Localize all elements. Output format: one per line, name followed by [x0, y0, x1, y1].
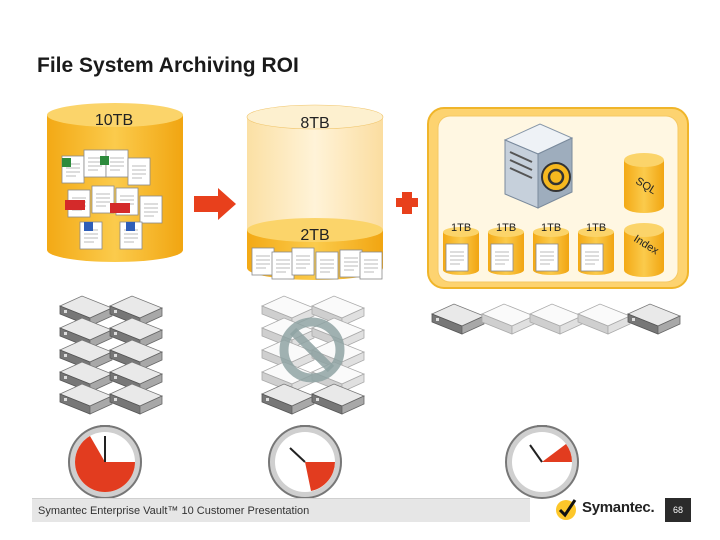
- archive-storage-trays: [431, 303, 681, 335]
- partition-cylinders: [443, 227, 614, 275]
- symantec-logo: Symantec.: [582, 499, 655, 516]
- partition-label: 1TB: [451, 222, 472, 234]
- clock-icon: [505, 425, 579, 499]
- partition-label: 1TB: [541, 222, 562, 234]
- partition-label: 1TB: [586, 222, 607, 234]
- vault-logo-icon: [541, 162, 571, 192]
- document-icon: [61, 149, 163, 250]
- plus-icon: [396, 192, 418, 214]
- clock-icon: [268, 425, 342, 499]
- shortcut-documents: [251, 247, 383, 280]
- database-icon: [624, 153, 664, 213]
- remaining-size-label: 2TB: [300, 227, 330, 244]
- footer-bar: [32, 498, 530, 522]
- right-arrow-icon: [194, 188, 236, 220]
- index-database-icon: [624, 223, 664, 277]
- footer-presentation-title: Symantec Enterprise Vault™ 10 Customer P…: [38, 505, 310, 517]
- partition-label: 1TB: [496, 222, 517, 234]
- page-title: File System Archiving ROI: [37, 54, 299, 77]
- page-number: 68: [665, 498, 691, 522]
- checkmark-icon: [556, 499, 577, 520]
- source-size-label: 10TB: [94, 112, 134, 129]
- no-entry-icon: [279, 317, 345, 383]
- storage-tray-icon: [59, 295, 163, 415]
- archive-size-label: 8TB: [300, 115, 330, 132]
- clock-icon: [68, 425, 142, 499]
